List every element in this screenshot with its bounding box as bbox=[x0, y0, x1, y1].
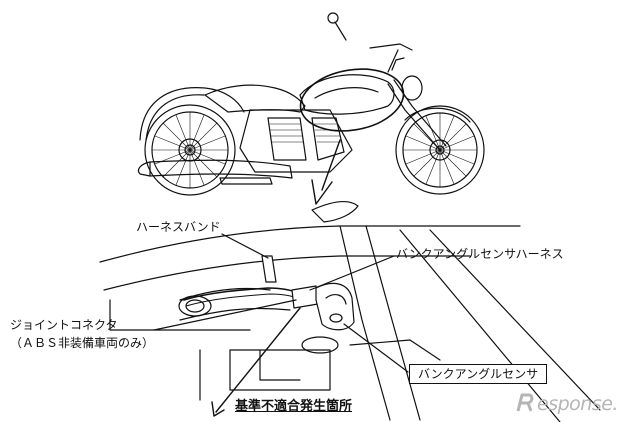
bank-angle-sensor-label: バンクアングルセンサ bbox=[409, 364, 548, 384]
response-r-logo-icon bbox=[516, 393, 534, 412]
harness-band-label: ハーネスバンド bbox=[136, 220, 221, 234]
motorcycle-illustration bbox=[137, 12, 485, 205]
response-watermark: esponse. bbox=[515, 390, 618, 415]
detail-view-illustration bbox=[99, 201, 601, 422]
defect-location-label: 基準不適合発生箇所 bbox=[235, 399, 353, 414]
watermark-text: esponse. bbox=[537, 393, 618, 415]
bank-angle-sensor-harness-label: バンクアングルセンサハーネス bbox=[396, 247, 564, 261]
joint-connector-note: （ＡＢＳ非装備車両のみ） bbox=[10, 336, 155, 350]
joint-connector-label: ジョイントコネクタ bbox=[10, 318, 118, 332]
